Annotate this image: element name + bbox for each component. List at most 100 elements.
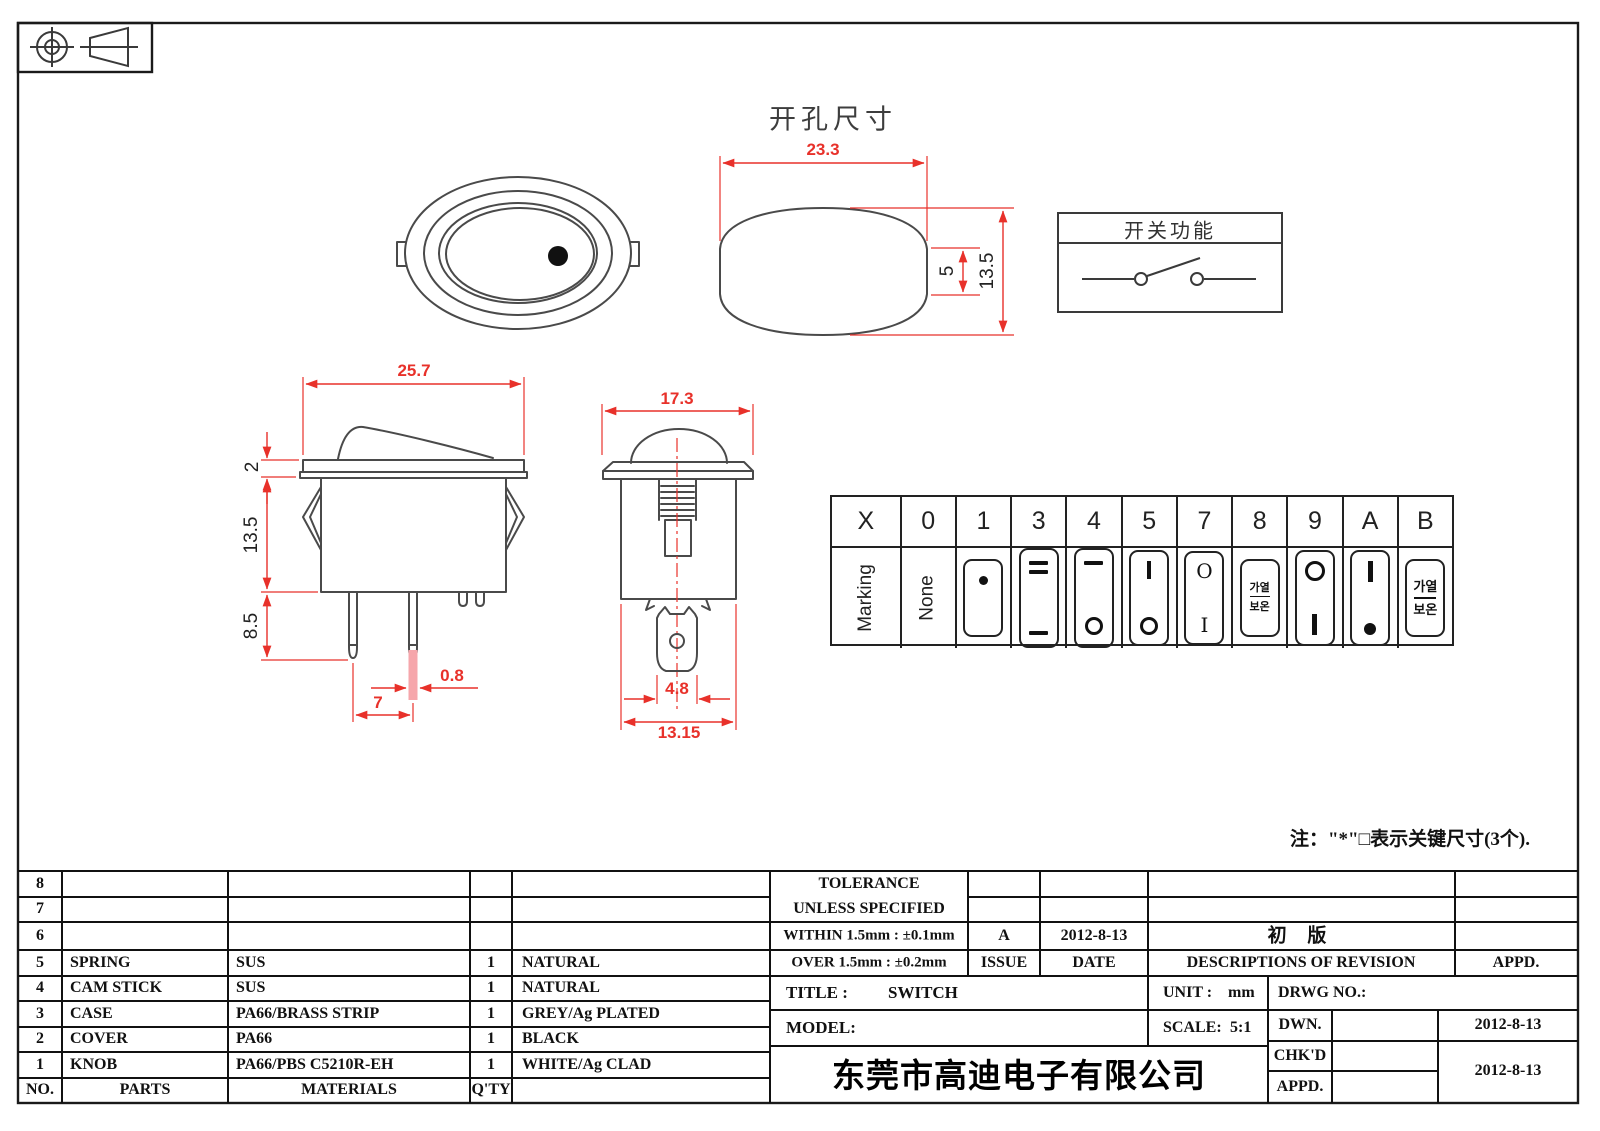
revision-date: 2012-8-13 — [1060, 927, 1128, 944]
chkd-date: 2012-8-13 — [1474, 1062, 1542, 1079]
row-no: 3 — [36, 1005, 44, 1022]
part-qty: 1 — [487, 1030, 495, 1047]
switch-side-view — [261, 377, 528, 722]
unit-label: UNIT : — [1163, 984, 1213, 1001]
marking-col-header: B — [1396, 497, 1452, 548]
part-name: CAM STICK — [70, 979, 163, 996]
row-no: 6 — [36, 927, 44, 944]
part-qty: 1 — [487, 954, 495, 971]
dim-cutout-height: 13.5 — [977, 252, 998, 290]
part-color: NATURAL — [522, 979, 600, 996]
marking-row-label: Marking — [854, 564, 876, 632]
dwn-label: DWN. — [1278, 1016, 1322, 1033]
model-label: MODEL: — [786, 1018, 856, 1037]
part-qty: 1 — [487, 1056, 495, 1073]
part-material: PA66 — [236, 1030, 273, 1047]
scale-value: 5:1 — [1230, 1019, 1252, 1036]
part-name: KNOB — [70, 1056, 118, 1073]
drwg-no-label: DRWG NO.: — [1278, 984, 1367, 1001]
tolerance-within: WITHIN 1.5mm : ±0.1mm — [783, 927, 955, 944]
appd-column-label: APPD. — [1492, 954, 1540, 971]
sheet-border — [16, 21, 1580, 1105]
part-color: GREY/Ag PLATED — [522, 1005, 660, 1022]
issue-label: ISSUE — [980, 954, 1028, 971]
pin-highlight — [408, 650, 418, 700]
marking-col-header: 8 — [1231, 497, 1287, 548]
dim-body-depth: 13.5 — [241, 516, 262, 554]
company-name: 东莞市高迪电子有限公司 — [832, 1057, 1206, 1094]
part-name: CASE — [70, 1005, 113, 1022]
part-material: PA66/PBS C5210R-EH — [236, 1056, 394, 1073]
switch-end-view — [601, 404, 754, 730]
switch-function-box — [1057, 212, 1283, 313]
dim-case-width: 13.15 — [657, 723, 701, 742]
date-label: DATE — [1072, 954, 1116, 971]
dim-pin-pitch: 7 — [373, 693, 383, 712]
title-value: SWITCH — [888, 983, 958, 1002]
row-no: 5 — [36, 954, 44, 971]
row-no: 2 — [36, 1030, 44, 1047]
dwn-date: 2012-8-13 — [1474, 1016, 1542, 1033]
dim-flange-thick: 2 — [242, 461, 263, 473]
dim-cutout-flat: 5 — [937, 265, 958, 277]
part-material: PA66/BRASS STRIP — [236, 1005, 380, 1022]
row-no: 1 — [36, 1056, 44, 1073]
part-qty: 1 — [487, 1005, 495, 1022]
part-qty: 1 — [487, 979, 495, 996]
part-material: SUS — [236, 954, 266, 971]
marking-col-header: A — [1341, 497, 1397, 548]
row-no: 8 — [36, 875, 44, 892]
tolerance-over: OVER 1.5mm : ±0.2mm — [791, 954, 947, 971]
marking-col-header: 1 — [954, 497, 1011, 548]
row-no: 4 — [36, 979, 44, 996]
marking-col-header: 7 — [1175, 497, 1232, 548]
dim-pin-thickness: 0.8 — [440, 666, 464, 685]
marking-symbol-bar-circle — [1065, 548, 1120, 648]
dim-knob-width: 17.3 — [660, 389, 694, 408]
part-color: BLACK — [522, 1030, 579, 1047]
title-label: TITLE : — [786, 983, 848, 1002]
header-parts: PARTS — [119, 1081, 171, 1098]
marking-col-header: 3 — [1010, 497, 1066, 548]
marking-col-header: 5 — [1120, 497, 1176, 548]
cutout-view-title: 开孔尺寸 — [769, 104, 897, 135]
dim-pin-length: 8.5 — [241, 612, 262, 640]
unit-value: mm — [1228, 984, 1255, 1001]
spst-switch-symbol — [1082, 257, 1256, 286]
marking-symbol-I-circle — [1120, 548, 1176, 648]
third-angle-projection-icon — [16, 21, 154, 74]
part-name: SPRING — [70, 954, 131, 971]
table-gridlines — [18, 870, 1578, 1103]
marking-symbol-circle-I — [1286, 548, 1341, 648]
switch-front-view — [396, 176, 640, 330]
row-no: 7 — [36, 900, 44, 917]
revision-label: DESCRIPTIONS OF REVISION — [1186, 954, 1416, 971]
issue-value: A — [998, 927, 1010, 944]
marking-col-header: 0 — [899, 497, 955, 548]
chkd-label: CHK'D — [1273, 1047, 1327, 1064]
dim-top-width: 25.7 — [397, 361, 431, 380]
marking-symbol-korean-small: 가열 보온 — [1231, 548, 1286, 648]
panel-cutout-view — [719, 156, 1014, 336]
marking-code-table: X 0 1 3 4 5 7 8 9 A B Marking None — [830, 495, 1454, 648]
marking-symbol-korean-large: 가열 보온 — [1396, 548, 1452, 648]
marking-col-header: 9 — [1286, 497, 1342, 548]
appd-label: APPD. — [1276, 1078, 1324, 1095]
dim-tab-width: 4.8 — [665, 679, 689, 698]
part-color: WHITE/Ag CLAD — [522, 1056, 652, 1073]
tolerance-subtitle: UNLESS SPECIFIED — [793, 900, 945, 917]
header-no: NO. — [26, 1081, 54, 1098]
header-materials: MATERIALS — [301, 1081, 397, 1098]
marking-symbol-doublebar-bar — [1010, 548, 1065, 648]
key-dimension-note: 注："*"□表示关键尺寸(3个). — [1290, 829, 1530, 850]
dim-cutout-width: 23.3 — [806, 140, 840, 159]
revision-description: 初 版 — [1267, 925, 1335, 947]
marking-symbol-I-dot — [1341, 548, 1397, 648]
marking-none: None — [899, 548, 955, 648]
header-qty: Q'TY — [471, 1081, 511, 1098]
scale-label: SCALE: — [1163, 1019, 1222, 1036]
part-name: COVER — [70, 1030, 128, 1047]
marking-col-header: X — [832, 497, 900, 548]
